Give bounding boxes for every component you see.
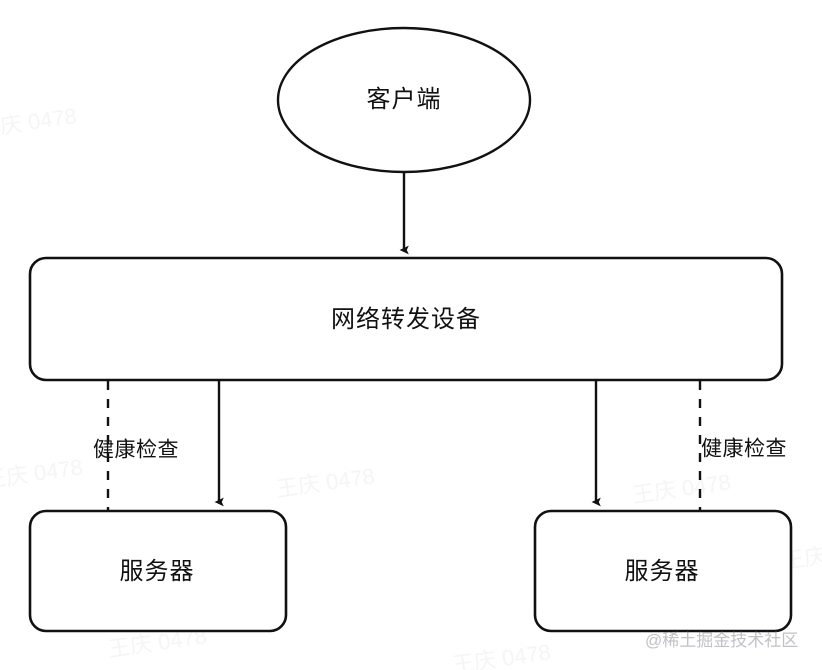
node-label-forwarder: 网络转发设备 (331, 306, 481, 333)
edge-label-healthcheck-left: 健康检查 (93, 438, 179, 462)
node-server-right[interactable] (533, 509, 793, 633)
node-label-server-right: 服务器 (624, 558, 700, 585)
edge-label-healthcheck-right: 健康检查 (701, 437, 787, 461)
node-forwarder[interactable] (28, 256, 784, 382)
node-server-left[interactable] (28, 509, 288, 633)
node-label-server-left: 服务器 (119, 558, 195, 585)
node-label-client: 客户端 (366, 86, 442, 113)
